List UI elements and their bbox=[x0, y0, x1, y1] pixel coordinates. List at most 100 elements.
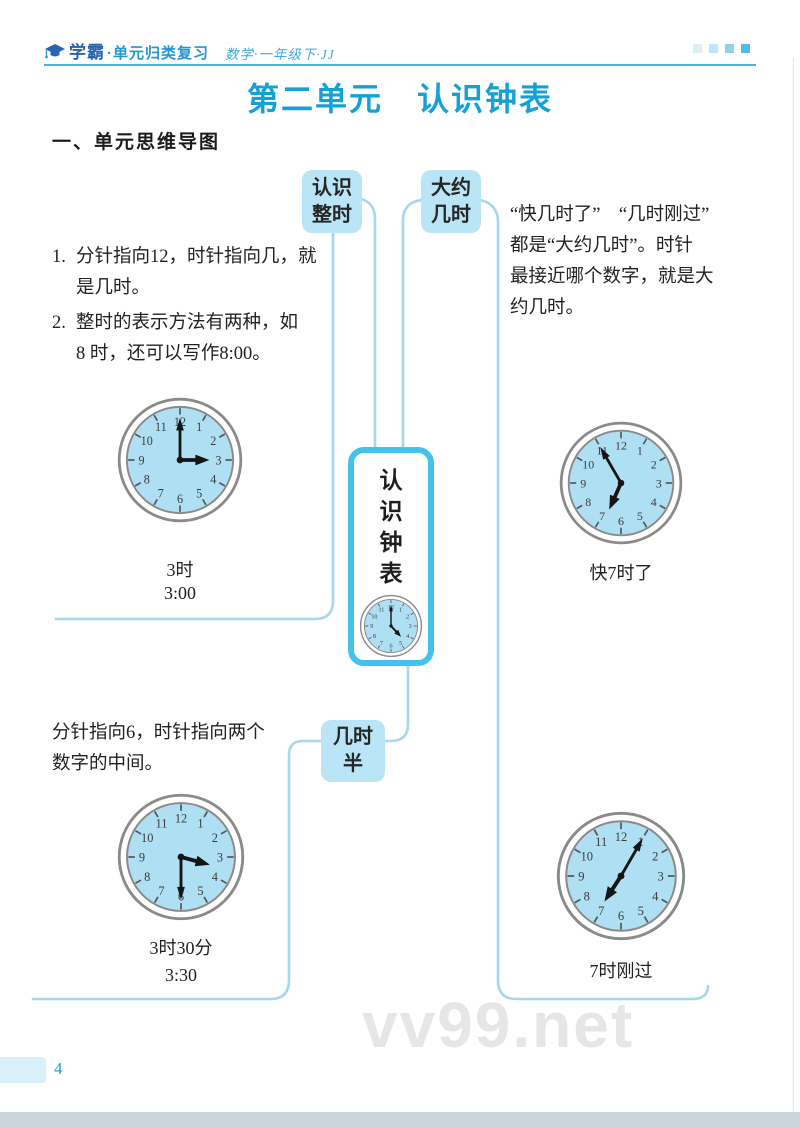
svg-text:5: 5 bbox=[637, 509, 643, 523]
svg-text:8: 8 bbox=[584, 889, 590, 903]
page-header: 学霸 ·单元归类复习 数学·一年级下·JJ bbox=[44, 38, 756, 64]
svg-text:10: 10 bbox=[582, 457, 594, 471]
svg-text:11: 11 bbox=[595, 835, 607, 849]
svg-text:12: 12 bbox=[615, 830, 628, 844]
svg-text:6: 6 bbox=[618, 909, 624, 923]
svg-text:3: 3 bbox=[215, 453, 221, 467]
mindmap-node-half-past: 几时 半 bbox=[321, 720, 385, 782]
svg-text:10: 10 bbox=[580, 850, 593, 864]
svg-text:9: 9 bbox=[370, 624, 373, 630]
svg-text:8: 8 bbox=[373, 634, 376, 640]
svg-text:1: 1 bbox=[637, 444, 643, 458]
svg-text:2: 2 bbox=[210, 434, 216, 448]
svg-text:4: 4 bbox=[652, 889, 659, 903]
edition-text: 数学·一年级下·JJ bbox=[225, 47, 335, 62]
svg-text:2: 2 bbox=[212, 831, 218, 845]
note-half-past: 分针指向6，时针指向两个 数字的中间。 bbox=[52, 723, 265, 774]
svg-text:5: 5 bbox=[638, 904, 644, 918]
svg-text:3: 3 bbox=[217, 850, 223, 864]
brand-text: 学霸 bbox=[69, 43, 105, 62]
page-number-bar bbox=[0, 1057, 46, 1083]
mindmap-node-whole-hours: 认识 整时 bbox=[302, 170, 362, 233]
clock-group-3-00: 123456789101112 3时 3:00 bbox=[116, 396, 244, 603]
svg-text:2: 2 bbox=[406, 615, 409, 621]
svg-text:9: 9 bbox=[580, 476, 586, 490]
center-node-char: 识 bbox=[379, 498, 403, 524]
clock-group-almost-7: 123456789101112 快7时了 bbox=[558, 420, 684, 583]
svg-text:7: 7 bbox=[380, 641, 383, 647]
svg-text:4: 4 bbox=[406, 634, 409, 640]
svg-text:1: 1 bbox=[399, 608, 402, 614]
svg-text:2: 2 bbox=[652, 850, 658, 864]
decor-square bbox=[693, 44, 702, 53]
svg-text:1: 1 bbox=[197, 817, 203, 831]
svg-text:7: 7 bbox=[599, 509, 605, 523]
svg-text:7: 7 bbox=[158, 487, 164, 501]
clock-face-3-00: 123456789101112 bbox=[117, 397, 243, 523]
clock-caption: 3:30 bbox=[164, 965, 197, 985]
clock-group-past-7: 123456789101112 7时刚过 bbox=[555, 810, 687, 981]
clock-caption: 快7时了 bbox=[589, 563, 653, 583]
page-number: 4 bbox=[54, 1059, 63, 1078]
svg-text:6: 6 bbox=[618, 514, 624, 528]
unit-label: 第二单元 bbox=[246, 81, 383, 117]
center-node-char: 钟 bbox=[379, 529, 403, 555]
svg-text:10: 10 bbox=[371, 615, 377, 621]
clock-caption: 7时刚过 bbox=[589, 961, 653, 981]
svg-text:8: 8 bbox=[144, 870, 150, 884]
svg-text:6: 6 bbox=[389, 643, 392, 649]
header-rule bbox=[44, 64, 756, 66]
svg-text:7: 7 bbox=[598, 904, 604, 918]
watermark: vv99.net bbox=[362, 989, 635, 1061]
graduation-cap-icon bbox=[44, 43, 66, 66]
clock-face-past-7: 123456789101112 bbox=[556, 811, 686, 941]
svg-text:9: 9 bbox=[578, 869, 584, 883]
decor-square bbox=[741, 44, 750, 53]
clock-face-almost-7: 123456789101112 bbox=[559, 421, 683, 545]
note-whole-hours: 1.分针指向12，时针指向几，就 是几时。 2.整时的表示方法有两种，如 8 时… bbox=[52, 247, 317, 364]
clock-caption: 3时30分 bbox=[149, 938, 213, 958]
center-node-char: 认 bbox=[379, 467, 403, 493]
svg-text:11: 11 bbox=[155, 420, 167, 434]
mindmap-center-node: 认 识 钟 表 123456789101112 bbox=[348, 447, 434, 666]
svg-text:3: 3 bbox=[656, 476, 662, 490]
unit-name: 认识钟表 bbox=[417, 81, 554, 117]
connector-about-to-center bbox=[401, 198, 423, 451]
mindmap-node-about-time: 大约 几时 bbox=[421, 170, 481, 233]
svg-text:11: 11 bbox=[156, 817, 168, 831]
connector-whole-to-center bbox=[359, 197, 377, 451]
svg-text:9: 9 bbox=[139, 850, 145, 864]
center-node-char: 表 bbox=[379, 560, 403, 586]
header-decor-squares bbox=[693, 44, 750, 53]
clock-caption: 3:00 bbox=[163, 583, 196, 603]
svg-text:6: 6 bbox=[177, 492, 183, 506]
svg-text:12: 12 bbox=[615, 438, 627, 452]
svg-text:4: 4 bbox=[210, 473, 216, 487]
scan-edge-line bbox=[793, 58, 794, 1112]
connector-center-to-half bbox=[384, 663, 410, 743]
clock-caption: 3时 bbox=[166, 560, 194, 580]
svg-text:12: 12 bbox=[175, 811, 187, 825]
svg-text:7: 7 bbox=[158, 884, 164, 898]
svg-text:1: 1 bbox=[196, 420, 202, 434]
bottom-strip bbox=[0, 1112, 800, 1128]
svg-text:10: 10 bbox=[141, 434, 153, 448]
svg-text:8: 8 bbox=[585, 495, 591, 509]
svg-text:11: 11 bbox=[378, 608, 384, 614]
svg-text:5: 5 bbox=[197, 884, 203, 898]
svg-text:10: 10 bbox=[141, 831, 153, 845]
clock-face-3-30: 123456789101112 bbox=[117, 793, 245, 921]
svg-text:4: 4 bbox=[212, 870, 218, 884]
note-about-time: “快几时了” “几时刚过” 都是“大约几时”。时针 最接近哪个数字，就是大 约几… bbox=[510, 205, 714, 318]
decor-square bbox=[709, 44, 718, 53]
section-heading: 一、单元思维导图 bbox=[52, 132, 221, 153]
svg-text:3: 3 bbox=[657, 869, 663, 883]
decor-square bbox=[725, 44, 734, 53]
svg-text:9: 9 bbox=[139, 453, 145, 467]
svg-text:2: 2 bbox=[651, 457, 657, 471]
svg-text:5: 5 bbox=[399, 641, 402, 647]
page-title: 第二单元认识钟表 bbox=[0, 74, 800, 120]
svg-text:5: 5 bbox=[196, 487, 202, 501]
svg-text:3: 3 bbox=[409, 624, 412, 630]
svg-text:4: 4 bbox=[651, 495, 657, 509]
